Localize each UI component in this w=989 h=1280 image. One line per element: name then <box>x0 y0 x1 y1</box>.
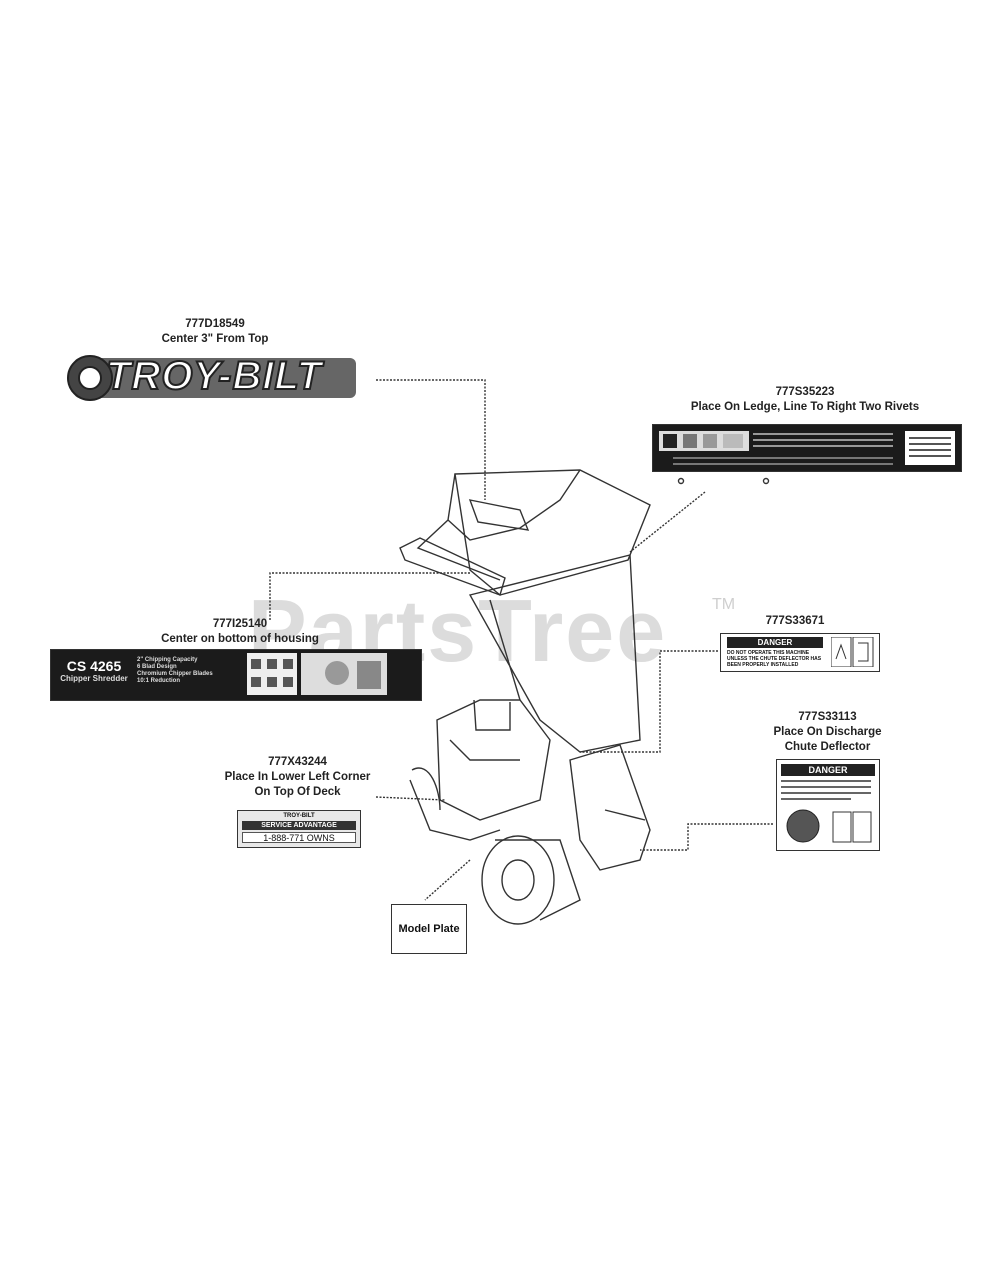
danger-line: UNLESS THE CHUTE DEFLECTOR HAS <box>727 656 822 662</box>
model-plate-box: Model Plate <box>391 904 467 954</box>
service-advantage-decal: TROY-BILT SERVICE ADVANTAGE 1-888-771 OW… <box>237 810 361 848</box>
cs-model-block: CS 4265 Chipper Shredder <box>59 658 129 683</box>
danger-line: BEEN PROPERLY INSTALLED <box>727 662 799 668</box>
callout-danger-small: 777S33671 <box>740 614 850 629</box>
placement-note-deck: On Top Of Deck <box>254 786 341 798</box>
watermark-tm: TM <box>712 596 736 613</box>
danger-text-small: DO NOT OPERATE THIS MACHINE UNLESS THE C… <box>727 650 827 668</box>
cs-feature-list: 2" Chipping Capacity 6 Blad Design Chrom… <box>137 657 277 685</box>
placement-note-logo: Center 3" From Top <box>161 333 269 345</box>
cs-feature: Chromium Chipper Blades <box>137 671 213 677</box>
ledge-warning-decal <box>652 424 962 472</box>
cs-feature: 6 Blad Design <box>137 664 177 670</box>
placement-note-discharge: Place On Discharge <box>773 726 882 738</box>
placement-note-housing: Center on bottom of housing <box>161 633 319 645</box>
cs-model-number: CS 4265 <box>66 658 122 674</box>
callout-deck: 777X43244 Place In Lower Left Corner On … <box>200 755 395 800</box>
danger-chute-decal: DANGER DO NOT OPERATE THIS MACHINE UNLES… <box>720 633 880 672</box>
ledge-decal-artwork <box>659 431 955 465</box>
placement-note-deck: Place In Lower Left Corner <box>224 771 371 783</box>
part-number-housing: 777I25140 <box>212 618 268 630</box>
cs-feature: 10:1 Reduction <box>137 678 181 684</box>
service-phone: 1-888-771 OWNS <box>242 832 356 843</box>
hand-hazard-icon <box>831 637 874 667</box>
model-plate-label: Model Plate <box>398 923 460 935</box>
danger-discharge-decal: DANGER <box>776 759 880 851</box>
cs-model-name: Chipper Shredder <box>60 674 128 683</box>
cs-instruction-panels <box>247 653 387 695</box>
danger-heading-small: DANGER <box>727 637 823 648</box>
part-number-logo: 777D18549 <box>185 318 245 330</box>
logo-wordmark: TROY-BILT <box>105 353 323 399</box>
callout-ledge: 777S35223 Place On Ledge, Line To Right … <box>670 385 940 415</box>
troy-bilt-logo-decal: TROY-BILT <box>66 352 356 402</box>
logo-background <box>67 355 356 401</box>
placement-note-ledge: Place On Ledge, Line To Right Two Rivets <box>690 401 920 413</box>
danger-heading-large: DANGER <box>781 764 875 776</box>
callout-logo: 777D18549 Center 3" From Top <box>120 317 310 347</box>
danger-discharge-artwork <box>781 780 872 843</box>
danger-line: DO NOT OPERATE THIS MACHINE <box>727 650 810 656</box>
cs-feature: 2" Chipping Capacity <box>137 657 198 663</box>
cs4265-housing-decal: CS 4265 Chipper Shredder 2" Chipping Cap… <box>50 649 422 701</box>
service-title: SERVICE ADVANTAGE <box>242 821 356 830</box>
part-number-deck: 777X43244 <box>268 756 327 768</box>
callout-housing: 777I25140 Center on bottom of housing <box>150 617 330 647</box>
placement-note-discharge: Chute Deflector <box>784 741 871 753</box>
service-brand: TROY-BILT <box>283 813 315 819</box>
part-number-ledge: 777S35223 <box>775 386 835 398</box>
part-number-discharge: 777S33113 <box>798 711 857 723</box>
part-number-danger-small: 777S33671 <box>765 615 825 627</box>
callout-discharge: 777S33113 Place On Discharge Chute Defle… <box>755 710 900 755</box>
